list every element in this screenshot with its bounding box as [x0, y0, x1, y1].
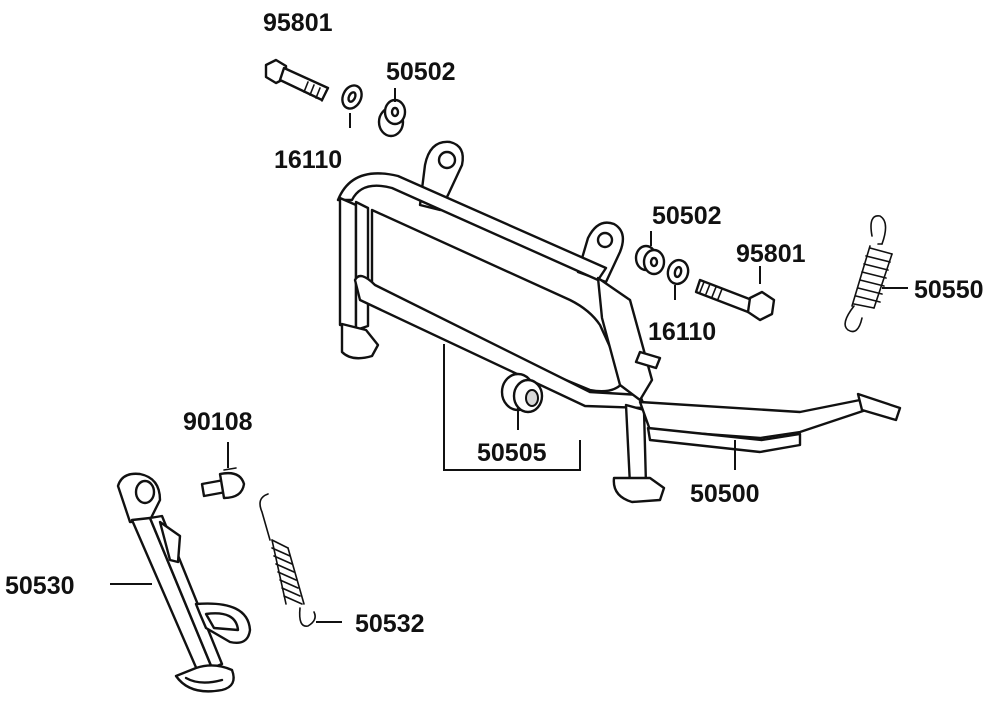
label-50505: 50505: [477, 439, 547, 467]
label-50530: 50530: [5, 572, 75, 600]
label-16110-top: 16110: [274, 146, 342, 174]
side-stand-50530: [116, 472, 252, 693]
collar-50502-top: [377, 98, 407, 138]
label-95801-right: 95801: [736, 240, 806, 268]
washer-16110-top: [341, 84, 363, 110]
label-50532: 50532: [355, 610, 425, 638]
bracket-50505: [443, 344, 581, 471]
bolt-95801-right: [694, 278, 776, 322]
label-50550: 50550: [914, 276, 984, 304]
main-stand-50500: [336, 140, 902, 504]
bolt-95801-top: [264, 58, 330, 102]
label-50502-right: 50502: [652, 202, 722, 230]
label-50500: 50500: [690, 480, 760, 508]
label-95801-top: 95801: [263, 9, 333, 37]
spring-50550: [844, 215, 893, 333]
label-90108: 90108: [183, 408, 253, 436]
pin-90108: [200, 467, 246, 500]
label-50502-top: 50502: [386, 58, 456, 86]
label-16110-right: 16110: [648, 318, 716, 346]
collar-50502-right: [634, 244, 666, 276]
spring-50532: [259, 493, 316, 627]
washer-16110-right: [666, 258, 690, 286]
